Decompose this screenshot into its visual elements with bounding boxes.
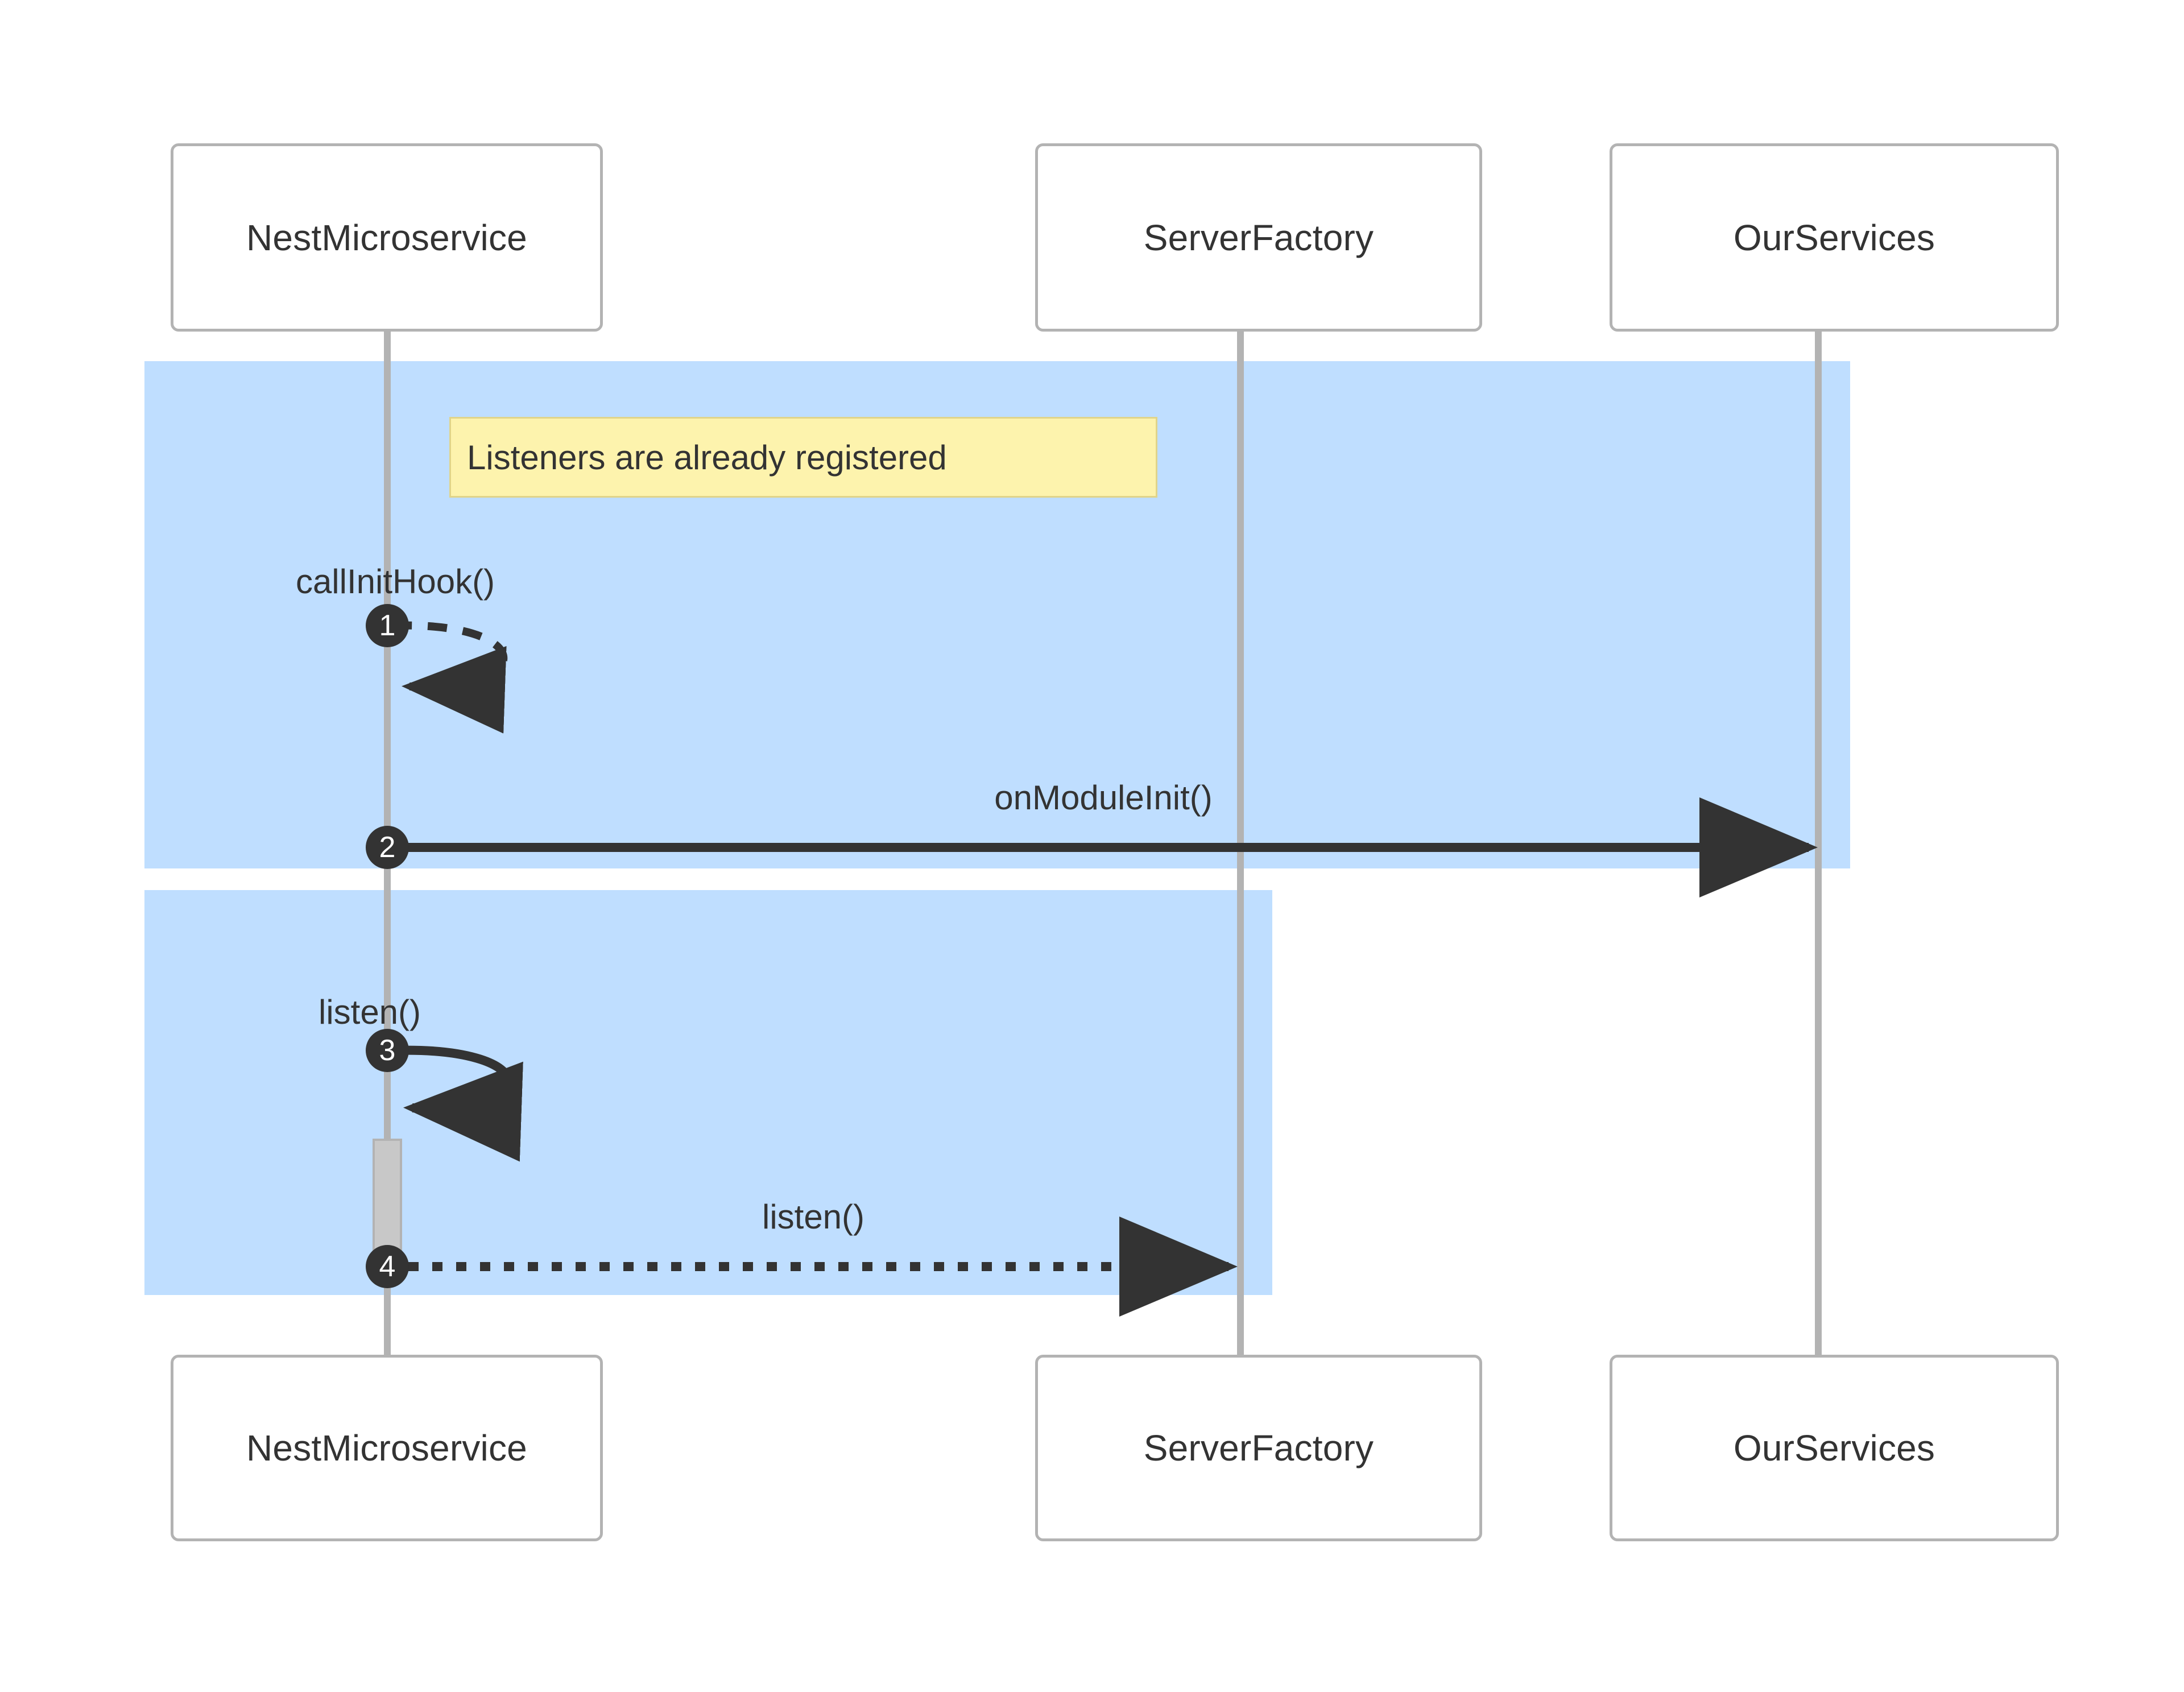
sequence-badge-2: 2 [366, 826, 409, 869]
message-label-3: listen() [318, 993, 421, 1031]
participant-label: NestMicroservice [246, 217, 527, 258]
participant-top-serverfactory[interactable]: ServerFactory [1035, 143, 1482, 332]
note-listeners-registered: Listeners are already registered [449, 417, 1157, 498]
fragment-block-2 [144, 890, 1272, 1295]
message-label-4: listen() [762, 1198, 865, 1236]
note-text: Listeners are already registered [467, 438, 947, 477]
participant-label: NestMicroservice [246, 1428, 527, 1468]
sequence-badge-1: 1 [366, 604, 409, 647]
participant-top-nestmicroservice[interactable]: NestMicroservice [171, 143, 603, 332]
message-label-1: callInitHook() [295, 562, 495, 601]
participant-top-ourservices[interactable]: OurServices [1610, 143, 2059, 332]
participant-label: ServerFactory [1143, 217, 1374, 258]
participant-label: ServerFactory [1143, 1428, 1374, 1468]
participant-label: OurServices [1733, 217, 1935, 258]
sequence-badge-3: 3 [366, 1029, 409, 1072]
participant-bottom-serverfactory[interactable]: ServerFactory [1035, 1355, 1482, 1541]
sequence-badge-4: 4 [366, 1245, 409, 1288]
participant-label: OurServices [1733, 1428, 1935, 1468]
lifeline-factory-overlay [1237, 332, 1244, 1355]
message-label-2: onModuleInit() [994, 779, 1213, 817]
participant-bottom-nestmicroservice[interactable]: NestMicroservice [171, 1355, 603, 1541]
lifeline-services-overlay [1815, 332, 1822, 1355]
participant-bottom-ourservices[interactable]: OurServices [1610, 1355, 2059, 1541]
